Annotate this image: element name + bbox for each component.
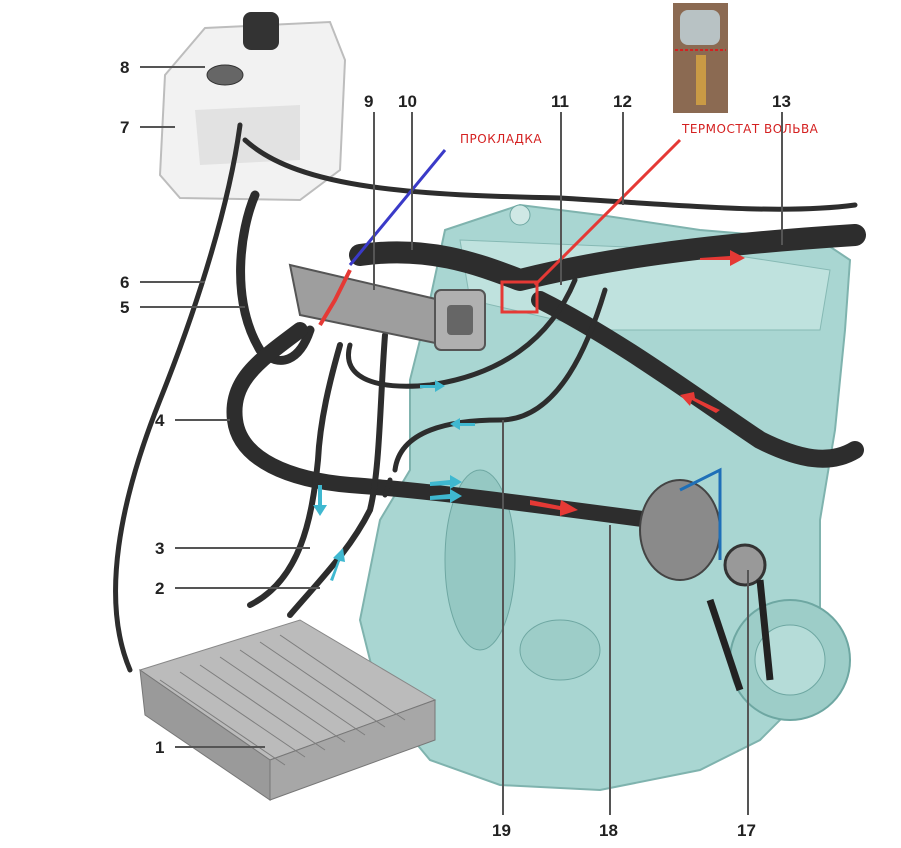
callout-18: 18 [599,821,618,840]
gasket-annotation: ПРОКЛАДКА [460,132,542,146]
callout-19: 19 [492,821,511,840]
callout-5: 5 [120,298,129,317]
callout-11: 11 [551,92,569,111]
cold-flow-arrow [420,380,445,392]
cold-flow-arrow [450,418,475,430]
thermostat-marker-box [500,280,539,314]
callout-10: 10 [398,92,417,111]
callout-numbers: 8 7 9 10 11 12 13 6 5 4 3 2 1 19 18 17 [120,58,791,840]
callout-8: 8 [120,58,129,77]
hot-flow-arrow [680,392,720,413]
callout-17: 17 [737,821,756,840]
callout-7: 7 [120,118,129,137]
hot-flow-arrow [700,250,745,266]
callout-9: 9 [364,92,373,111]
expansion-tank [158,12,347,202]
cold-flow-arrow [430,475,462,489]
callout-13: 13 [772,92,791,111]
leader-lines [140,66,783,815]
callout-1: 1 [155,738,164,757]
thermostat-pointer-line [533,138,682,287]
thermostat-annotation: ТЕРМОСТАТ ВОЛЬВА [681,122,819,136]
callout-3: 3 [155,539,164,558]
cold-flow-arrow [430,489,462,503]
pump-pulley [639,467,774,692]
callout-6: 6 [120,273,129,292]
callout-4: 4 [155,411,165,430]
hot-flow-arrow [530,500,578,516]
heater-radiator [138,619,437,801]
thermostat-housing [288,263,486,351]
thermostat-photo [673,3,728,113]
flow-arrows [313,250,745,581]
cold-flow-arrow [330,548,345,581]
cold-flow-arrow [313,485,327,516]
gasket-marker [318,269,352,327]
gasket-pointer-line [348,149,447,266]
callout-2: 2 [155,579,164,598]
callout-12: 12 [613,92,632,111]
